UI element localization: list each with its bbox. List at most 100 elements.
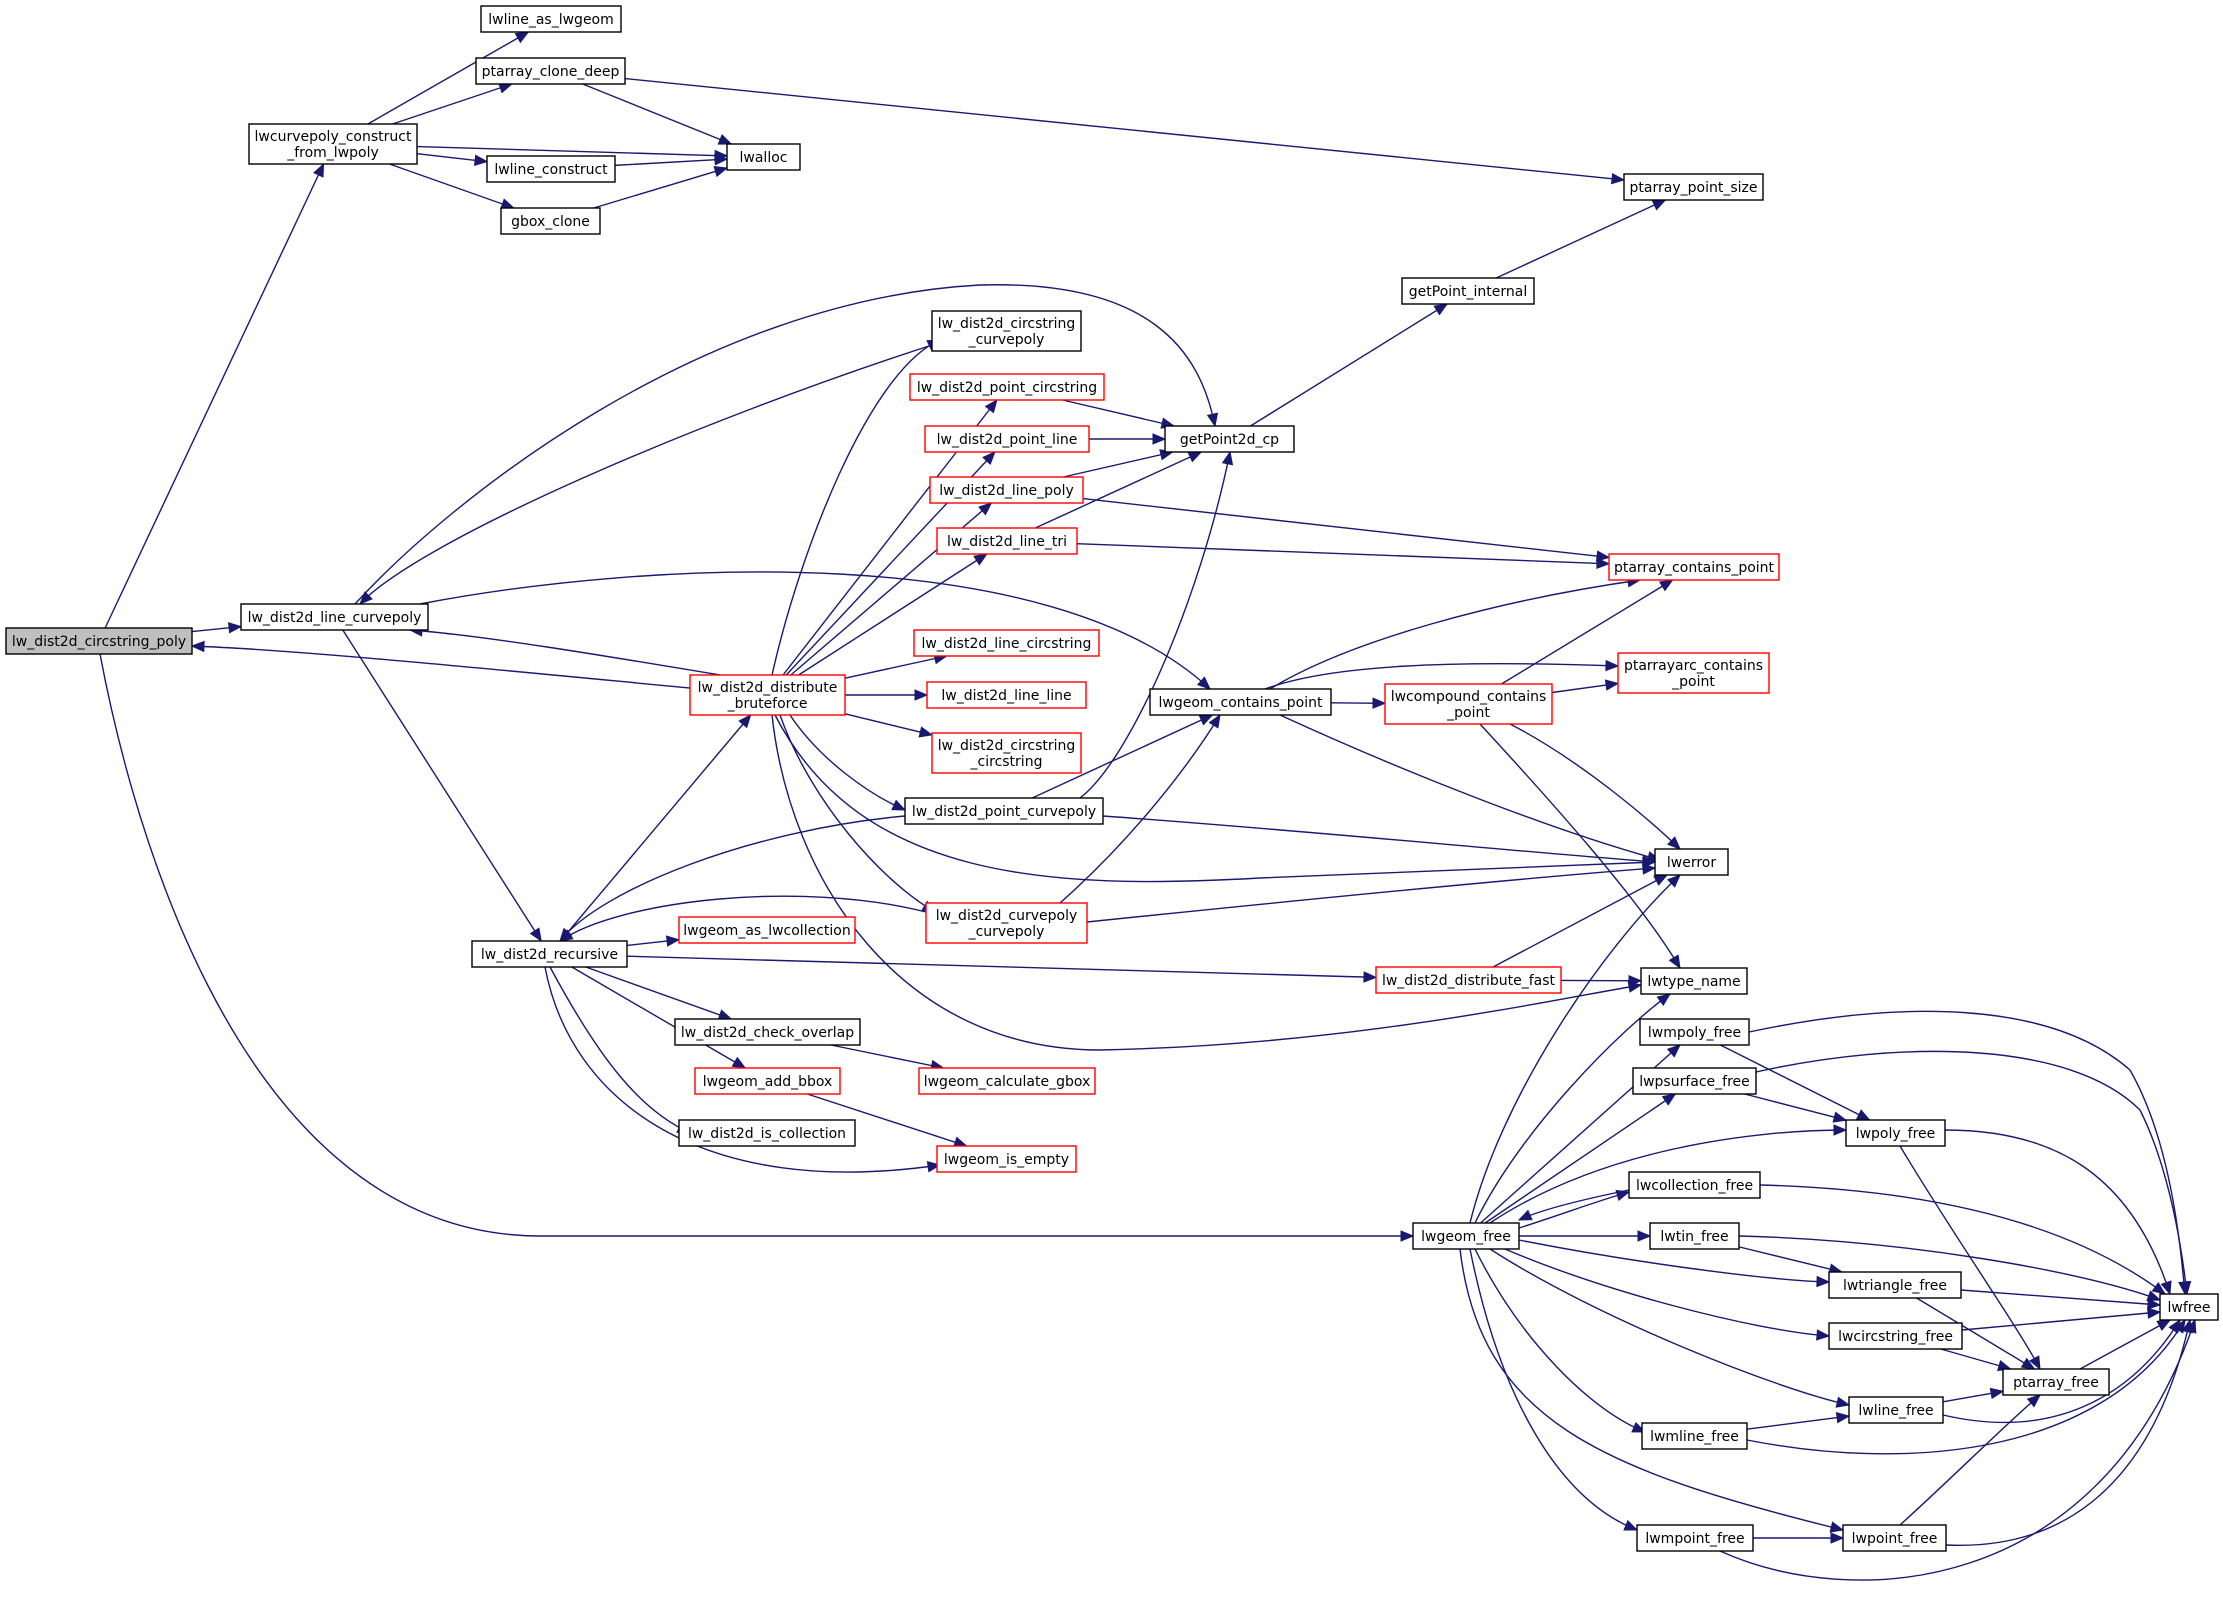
node-lwline_as_lwgeom[interactable]: lwline_as_lwgeom (480, 5, 622, 33)
node-box[interactable] (936, 1145, 1077, 1173)
node-lwfree[interactable]: lwfree (2159, 1293, 2219, 1321)
node-point_circstring[interactable]: lw_dist2d_point_circstring (909, 373, 1105, 401)
node-line_line[interactable]: lw_dist2d_line_line (926, 681, 1087, 709)
node-is_collection[interactable]: lw_dist2d_is_collection (678, 1119, 856, 1147)
node-box[interactable] (924, 425, 1090, 453)
node-lwmpoly_free[interactable]: lwmpoly_free (1639, 1018, 1750, 1046)
node-lwgeom_as_lwcollection[interactable]: lwgeom_as_lwcollection (678, 916, 856, 944)
node-box[interactable] (500, 207, 601, 235)
node-box[interactable] (240, 603, 429, 631)
node-lwpoly_free[interactable]: lwpoly_free (1845, 1119, 1946, 1147)
node-line_curvepoly[interactable]: lw_dist2d_line_curvepoly (240, 603, 429, 631)
node-box[interactable] (678, 1119, 856, 1147)
node-lwgeom_contains_point[interactable]: lwgeom_contains_point (1149, 688, 1332, 716)
node-box[interactable] (471, 940, 628, 968)
node-lwline_free[interactable]: lwline_free (1848, 1396, 1944, 1424)
node-box[interactable] (1623, 173, 1764, 201)
node-circstring_curvepoly[interactable]: lw_dist2d_circstring_curvepoly (931, 310, 1082, 352)
node-lwpsurface_free[interactable]: lwpsurface_free (1632, 1067, 1757, 1095)
node-box[interactable] (1654, 848, 1729, 876)
node-box[interactable] (678, 916, 856, 944)
node-box[interactable] (1375, 966, 1562, 994)
node-box[interactable] (1828, 1322, 1963, 1350)
node-check_overlap[interactable]: lw_dist2d_check_overlap (674, 1018, 861, 1046)
node-box[interactable] (913, 629, 1100, 657)
node-box[interactable] (1164, 425, 1295, 453)
node-box[interactable] (1640, 967, 1748, 995)
node-box[interactable] (1842, 1524, 1947, 1552)
node-lwcircstring_free[interactable]: lwcircstring_free (1828, 1322, 1963, 1350)
node-box[interactable] (689, 674, 846, 716)
node-lwmpoint_free[interactable]: lwmpoint_free (1636, 1524, 1754, 1552)
node-box[interactable] (1628, 1171, 1761, 1199)
node-box[interactable] (694, 1067, 841, 1095)
node-lwtin_free[interactable]: lwtin_free (1649, 1222, 1740, 1250)
node-lwtriangle_free[interactable]: lwtriangle_free (1828, 1271, 1962, 1299)
node-ptarrayarc_contains_point[interactable]: ptarrayarc_contains_point (1617, 652, 1770, 694)
node-lwcollection_free[interactable]: lwcollection_free (1628, 1171, 1761, 1199)
node-lwerror[interactable]: lwerror (1654, 848, 1729, 876)
node-box[interactable] (2002, 1368, 2110, 1396)
node-box[interactable] (1848, 1396, 1944, 1424)
node-ptarray_contains_point[interactable]: ptarray_contains_point (1608, 553, 1780, 581)
node-box[interactable] (936, 527, 1078, 555)
node-circstring_circstring[interactable]: lw_dist2d_circstring_circstring (931, 732, 1082, 774)
node-box[interactable] (929, 476, 1084, 504)
node-box[interactable] (475, 57, 626, 85)
node-box[interactable] (1649, 1222, 1740, 1250)
node-lwgeom_calculate_gbox[interactable]: lwgeom_calculate_gbox (918, 1067, 1096, 1095)
node-box[interactable] (1617, 652, 1770, 694)
node-box[interactable] (1149, 688, 1332, 716)
node-lwmline_free[interactable]: lwmline_free (1641, 1422, 1748, 1450)
node-box[interactable] (5, 627, 193, 655)
node-lwgeom_free[interactable]: lwgeom_free (1412, 1222, 1520, 1250)
node-box[interactable] (904, 797, 1104, 825)
node-line_circstring[interactable]: lw_dist2d_line_circstring (913, 629, 1100, 657)
node-recursive[interactable]: lw_dist2d_recursive (471, 940, 628, 968)
node-box[interactable] (1639, 1018, 1750, 1046)
node-point_line[interactable]: lw_dist2d_point_line (924, 425, 1090, 453)
node-point_curvepoly[interactable]: lw_dist2d_point_curvepoly (904, 797, 1104, 825)
node-lwcompound_contains_point[interactable]: lwcompound_contains_point (1384, 683, 1553, 725)
node-lwgeom_add_bbox[interactable]: lwgeom_add_bbox (694, 1067, 841, 1095)
node-box[interactable] (931, 310, 1082, 352)
node-box[interactable] (1401, 277, 1535, 305)
node-ptarray_free[interactable]: ptarray_free (2002, 1368, 2110, 1396)
node-box[interactable] (1608, 553, 1780, 581)
node-box[interactable] (674, 1018, 861, 1046)
node-root[interactable]: lw_dist2d_circstring_poly (5, 627, 193, 655)
node-lwline_construct[interactable]: lwline_construct (486, 155, 616, 183)
node-box[interactable] (726, 143, 801, 171)
node-getPoint2d_cp[interactable]: getPoint2d_cp (1164, 425, 1295, 453)
node-gbox_clone[interactable]: gbox_clone (500, 207, 601, 235)
node-box[interactable] (925, 902, 1088, 944)
node-box[interactable] (1632, 1067, 1757, 1095)
node-box[interactable] (1412, 1222, 1520, 1250)
node-box[interactable] (1384, 683, 1553, 725)
node-distribute_bruteforce[interactable]: lw_dist2d_distribute_bruteforce (689, 674, 846, 716)
node-line_tri[interactable]: lw_dist2d_line_tri (936, 527, 1078, 555)
node-box[interactable] (2159, 1293, 2219, 1321)
node-line_poly[interactable]: lw_dist2d_line_poly (929, 476, 1084, 504)
node-box[interactable] (918, 1067, 1096, 1095)
node-box[interactable] (1828, 1271, 1962, 1299)
node-ptarray_clone_deep[interactable]: ptarray_clone_deep (475, 57, 626, 85)
node-box[interactable] (248, 123, 418, 165)
node-box[interactable] (931, 732, 1082, 774)
node-lwgeom_is_empty[interactable]: lwgeom_is_empty (936, 1145, 1077, 1173)
node-box[interactable] (486, 155, 616, 183)
node-curvepoly_curvepoly[interactable]: lw_dist2d_curvepoly_curvepoly (925, 902, 1088, 944)
node-lwtype_name[interactable]: lwtype_name (1640, 967, 1748, 995)
node-box[interactable] (926, 681, 1087, 709)
node-box[interactable] (1845, 1119, 1946, 1147)
node-distribute_fast[interactable]: lw_dist2d_distribute_fast (1375, 966, 1562, 994)
node-box[interactable] (1641, 1422, 1748, 1450)
node-ptarray_point_size[interactable]: ptarray_point_size (1623, 173, 1764, 201)
node-box[interactable] (1636, 1524, 1754, 1552)
node-curvepoly_construct[interactable]: lwcurvepoly_construct_from_lwpoly (248, 123, 418, 165)
node-getPoint_internal[interactable]: getPoint_internal (1401, 277, 1535, 305)
node-box[interactable] (480, 5, 622, 33)
node-lwpoint_free[interactable]: lwpoint_free (1842, 1524, 1947, 1552)
node-lwalloc[interactable]: lwalloc (726, 143, 801, 171)
node-box[interactable] (909, 373, 1105, 401)
